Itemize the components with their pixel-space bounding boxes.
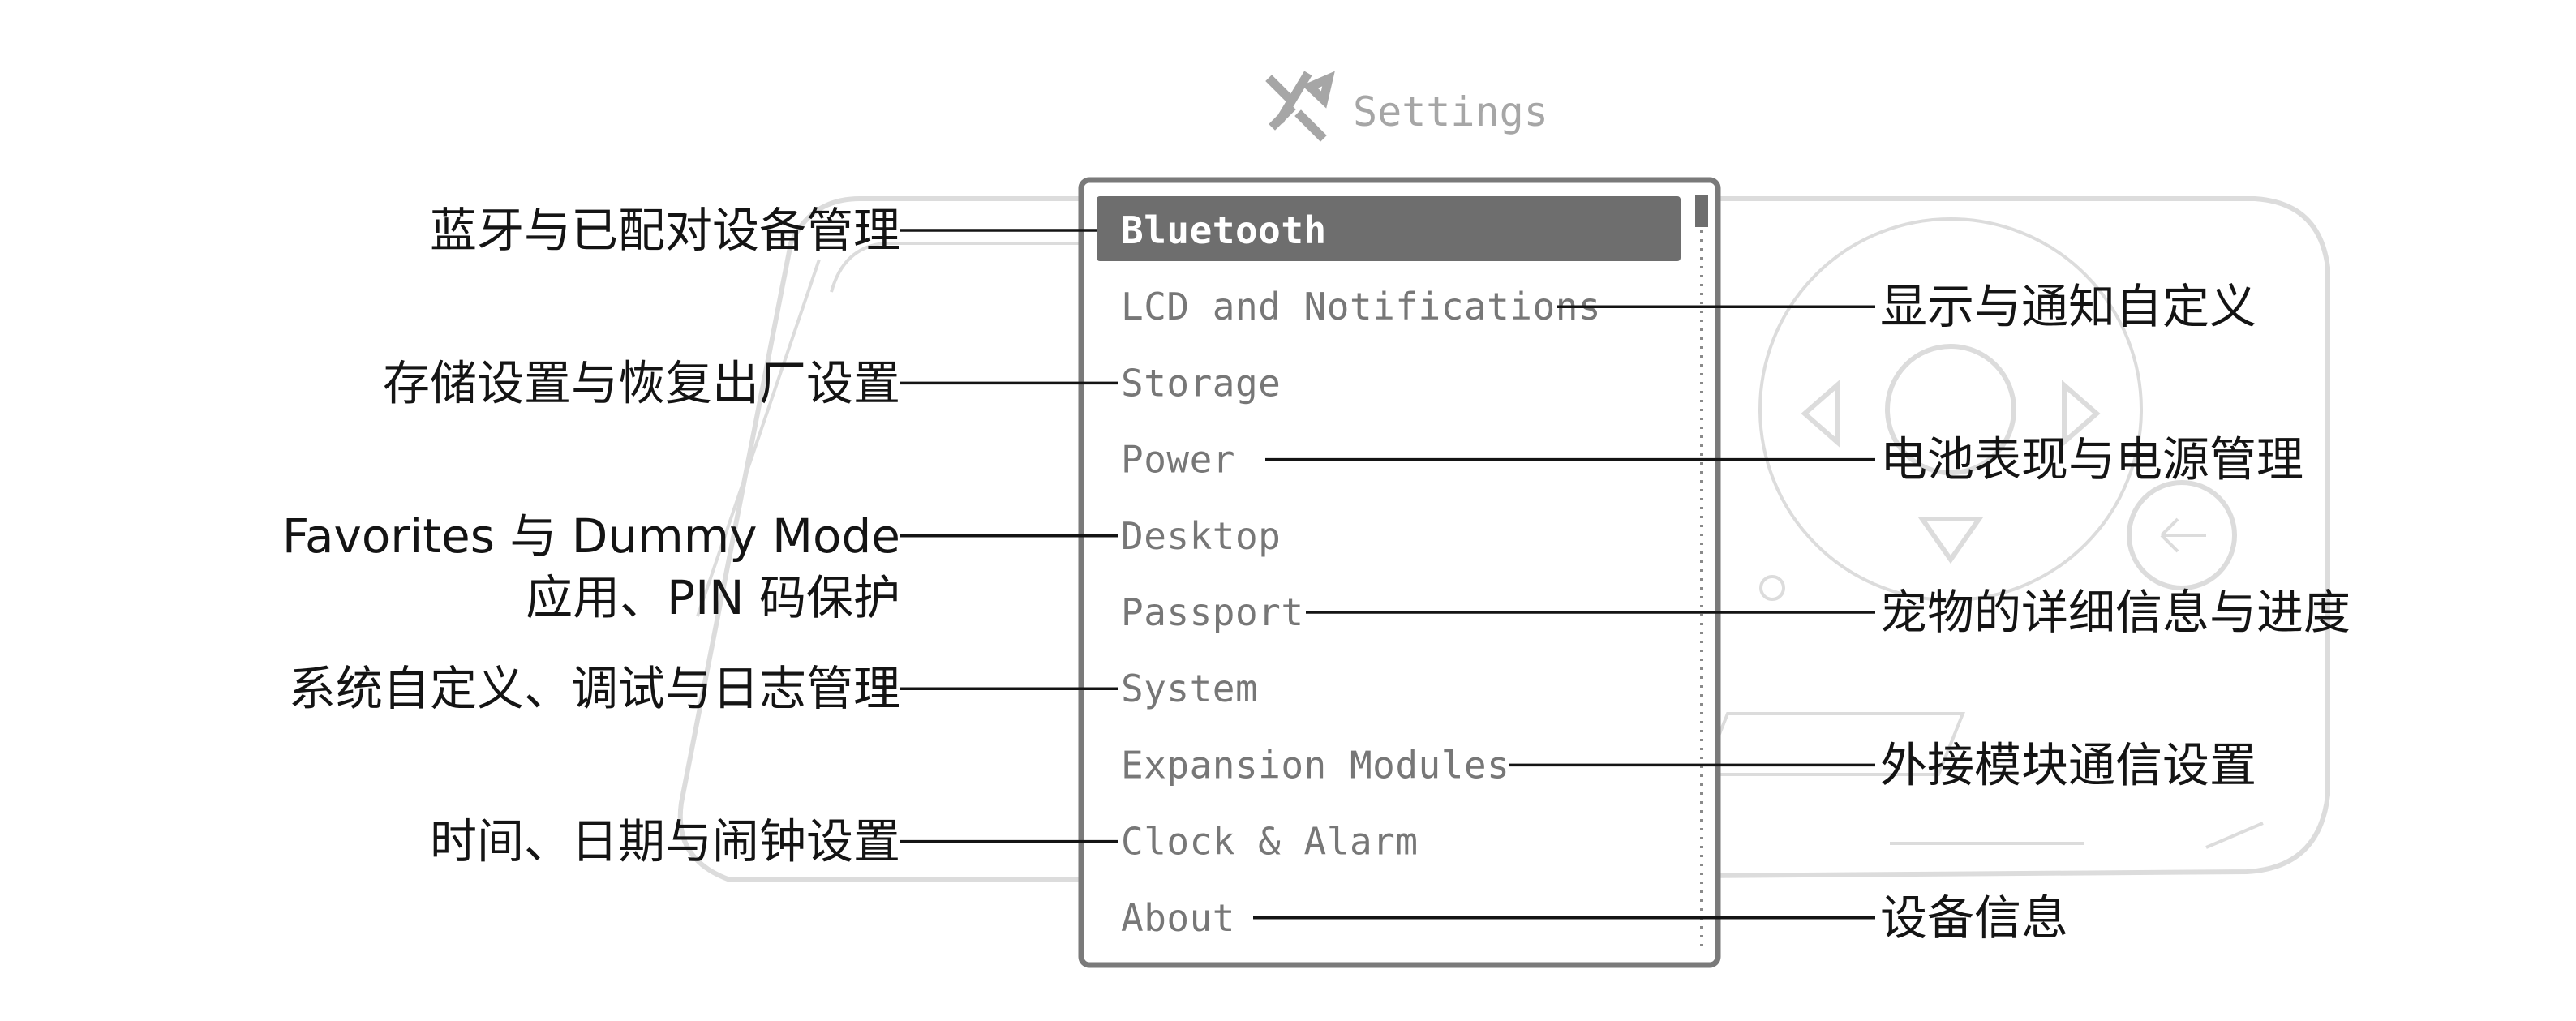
menu-item-passport[interactable]: Passport: [1121, 590, 1304, 634]
tools-icon: [1265, 71, 1335, 142]
menu-item-power[interactable]: Power: [1121, 438, 1235, 482]
annotation-right-4: 设备信息: [1880, 890, 2068, 946]
annotation-left-4: 时间、日期与闹钟设置: [430, 814, 900, 869]
screen-frame: [1078, 177, 1721, 968]
annotation-right-3: 外接模块通信设置: [1880, 737, 2256, 792]
menu-item-bluetooth[interactable]: Bluetooth: [1121, 208, 1327, 252]
annotation-left-2-line2: 应用、PIN 码保护: [526, 570, 900, 625]
annotation-left-2: Favorites 与 Dummy Mode: [282, 508, 900, 564]
annotation-lines: [900, 229, 1875, 920]
menu-item-storage[interactable]: Storage: [1121, 361, 1281, 405]
page-title: Settings: [1353, 88, 1548, 135]
annotation-left-1: 存储设置与恢复出厂设置: [383, 355, 900, 410]
scrollbar-thumb[interactable]: [1695, 195, 1708, 227]
menu-item-expansion-modules[interactable]: Expansion Modules: [1121, 743, 1509, 787]
device-outline-background: [677, 196, 2330, 882]
annotation-right-1: 电池表现与电源管理: [1880, 432, 2303, 487]
menu-item-system[interactable]: System: [1121, 667, 1258, 710]
annotation-right-2: 宠物的详细信息与进度: [1880, 585, 2351, 640]
annotation-left-3: 系统自定义、调试与日志管理: [289, 661, 900, 716]
annotation-right-0: 显示与通知自定义: [1880, 279, 2256, 334]
menu-item-lcd-and-notifications[interactable]: LCD and Notifications: [1121, 285, 1601, 328]
annotation-left-0: 蓝牙与已配对设备管理: [430, 203, 900, 258]
menu-item-desktop[interactable]: Desktop: [1121, 514, 1281, 558]
menu-item-clock-and-alarm[interactable]: Clock & Alarm: [1121, 820, 1419, 864]
menu-selection-highlight: [1097, 196, 1681, 261]
scrollbar[interactable]: [1695, 195, 1708, 950]
menu-item-about[interactable]: About: [1121, 896, 1235, 940]
settings-title: Settings: [1265, 71, 1548, 142]
